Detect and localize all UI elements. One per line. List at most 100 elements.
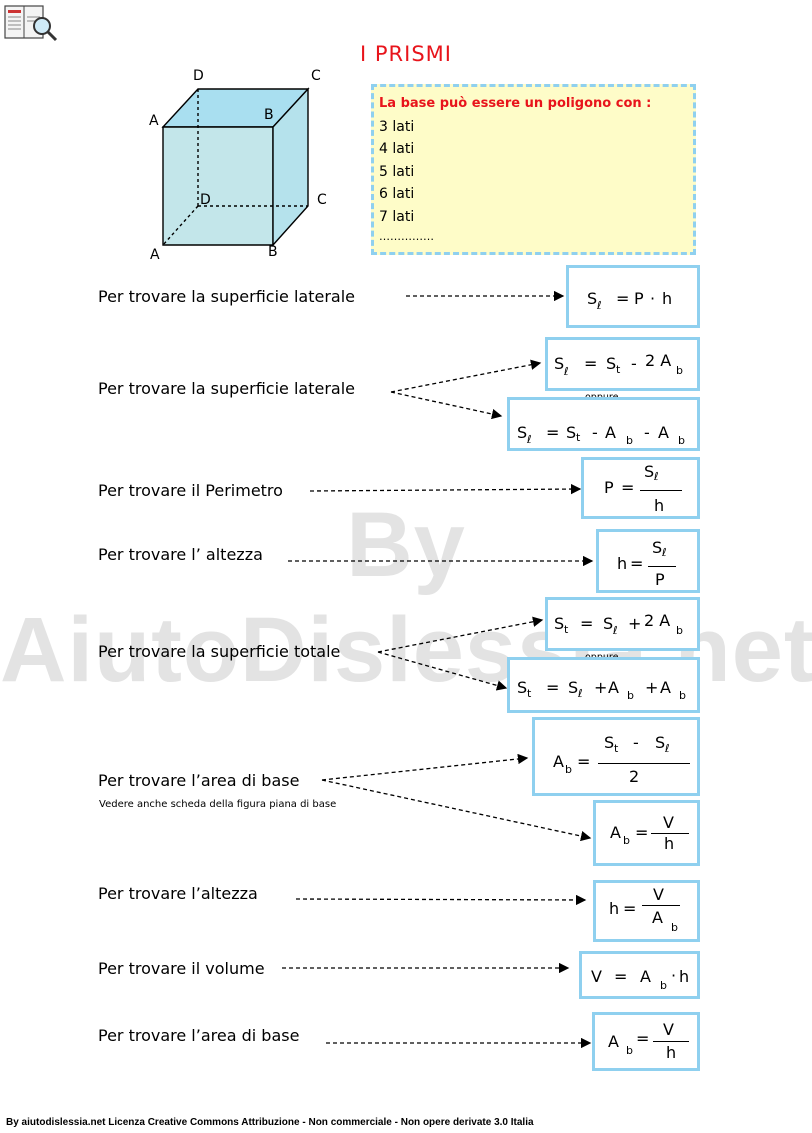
formula-subscript: b bbox=[623, 834, 630, 847]
row-label: Per trovare l’altezza bbox=[98, 884, 258, 903]
formula-subscript: ℓ bbox=[597, 299, 602, 312]
formula-term: = bbox=[630, 554, 644, 573]
vertex-d-bottom: D bbox=[200, 192, 211, 208]
formula-term: 2 A bbox=[645, 351, 672, 370]
formula-term: P bbox=[604, 478, 614, 497]
formula-subscript: b bbox=[676, 364, 683, 377]
note-heading: La base può essere un poligono con : bbox=[379, 96, 652, 111]
row-label: Per trovare l’area di base bbox=[98, 1026, 300, 1045]
formula-term: = bbox=[546, 423, 560, 442]
formula-subscript: b bbox=[660, 979, 667, 992]
formula-subscript: ℓ bbox=[654, 470, 659, 483]
formula-term: = bbox=[623, 899, 637, 918]
formula-term: = bbox=[621, 478, 635, 497]
formula-term: = bbox=[546, 678, 560, 697]
formula-term: A bbox=[640, 967, 651, 986]
formula-subscript: b bbox=[627, 689, 634, 702]
formula-term: - bbox=[592, 423, 598, 442]
vertex-d-top: D bbox=[193, 68, 204, 84]
formula-subscript: t bbox=[527, 687, 532, 700]
formula-box: S ℓ = S t - 2 A b bbox=[545, 337, 700, 391]
row-label: Per trovare l’ altezza bbox=[98, 545, 263, 564]
vertex-b-top: B bbox=[264, 107, 274, 123]
fraction-bar bbox=[598, 763, 690, 764]
row-label: Per trovare l’area di base bbox=[98, 771, 300, 790]
formula-term: A bbox=[610, 823, 621, 842]
formula-term: 2 A bbox=[644, 611, 671, 630]
formula-term: - bbox=[631, 354, 637, 373]
fraction-bar bbox=[651, 833, 689, 834]
formula-term: · bbox=[650, 289, 656, 308]
fraction-denominator: h bbox=[654, 496, 665, 515]
formula-term: S bbox=[554, 354, 565, 373]
fraction-bar bbox=[640, 490, 682, 491]
row-label: Per trovare la superficie laterale bbox=[98, 287, 355, 306]
formula-term: P bbox=[634, 289, 644, 308]
fraction-numerator: V bbox=[653, 885, 664, 904]
note-item: …………… bbox=[379, 230, 434, 243]
formula-term: A bbox=[660, 678, 671, 697]
formula-subscript: t bbox=[564, 623, 569, 636]
book-magnifier-icon bbox=[4, 5, 58, 42]
formula-term: A bbox=[608, 1032, 619, 1051]
formula-subscript: ℓ bbox=[564, 365, 569, 378]
formula-term: S bbox=[517, 423, 528, 442]
fraction-numerator: S bbox=[644, 462, 655, 481]
formula-box: V = A b · h bbox=[579, 951, 700, 999]
formula-subscript: ℓ bbox=[578, 687, 583, 700]
formula-term: A bbox=[553, 752, 564, 771]
formula-term: S bbox=[566, 423, 577, 442]
fraction-denominator: 2 bbox=[629, 767, 640, 786]
formula-term: = bbox=[584, 354, 598, 373]
row-sublabel: Vedere anche scheda della figura piana d… bbox=[99, 799, 337, 810]
formula-term: h bbox=[679, 967, 690, 986]
fraction-denominator: A bbox=[652, 908, 663, 927]
formula-term: · bbox=[671, 966, 677, 985]
formula-term: A bbox=[605, 423, 616, 442]
vertex-a-bottom: A bbox=[150, 247, 160, 263]
fraction-numerator: - bbox=[633, 733, 639, 752]
vertex-b-bottom: B bbox=[268, 244, 278, 260]
formula-term: + bbox=[594, 678, 608, 697]
fraction-bar bbox=[653, 1041, 689, 1042]
formula-term: + bbox=[645, 678, 659, 697]
fraction-numerator: V bbox=[663, 1020, 674, 1039]
formula-subscript: t bbox=[576, 431, 581, 444]
formula-subscript: b bbox=[565, 763, 572, 776]
row-label: Per trovare il volume bbox=[98, 959, 265, 978]
formula-box: h = V A b bbox=[593, 880, 700, 942]
formula-box: P = S ℓ h bbox=[581, 457, 700, 519]
formula-box: A b = V h bbox=[593, 800, 700, 866]
fraction-numerator: S bbox=[604, 733, 615, 752]
formula-term: V bbox=[591, 967, 602, 986]
note-item: 7 lati bbox=[379, 208, 415, 225]
formula-box: S t = S ℓ + A b + A b bbox=[507, 657, 700, 713]
formula-subscript: b bbox=[678, 434, 685, 447]
formula-box: A b = S t - S ℓ 2 bbox=[532, 717, 700, 796]
formula-term: = bbox=[636, 1029, 650, 1048]
formula-subscript: t bbox=[614, 742, 619, 755]
prism-diagram: D C A B D C A B bbox=[140, 64, 340, 264]
formula-subscript: b bbox=[626, 434, 633, 447]
formula-term: S bbox=[603, 614, 614, 633]
formula-term: = bbox=[635, 823, 649, 842]
fraction-denominator: P bbox=[655, 570, 665, 589]
formula-box: S t = S ℓ + 2 A b bbox=[545, 597, 700, 651]
base-polygon-note: La base può essere un poligono con : 3 l… bbox=[371, 84, 696, 255]
note-item: 4 lati bbox=[379, 141, 415, 157]
fraction-numerator: S bbox=[655, 733, 666, 752]
formula-term: = bbox=[580, 614, 594, 633]
note-item: 3 lati bbox=[379, 118, 415, 135]
formula-subscript: b bbox=[679, 689, 686, 702]
fraction-bar bbox=[642, 905, 680, 906]
formula-term: h bbox=[617, 554, 628, 573]
footer-license: By aiutodislessia.net Licenza Creative C… bbox=[6, 1117, 534, 1128]
formula-term: S bbox=[568, 678, 579, 697]
formula-term: = bbox=[614, 967, 628, 986]
row-label: Per trovare la superficie totale bbox=[98, 642, 341, 661]
row-label: Per trovare il Perimetro bbox=[98, 481, 283, 500]
formula-term: - bbox=[644, 423, 650, 442]
formula-subscript: b bbox=[626, 1044, 633, 1057]
formula-subscript: b bbox=[671, 921, 678, 934]
vertex-c-top: C bbox=[311, 68, 321, 84]
